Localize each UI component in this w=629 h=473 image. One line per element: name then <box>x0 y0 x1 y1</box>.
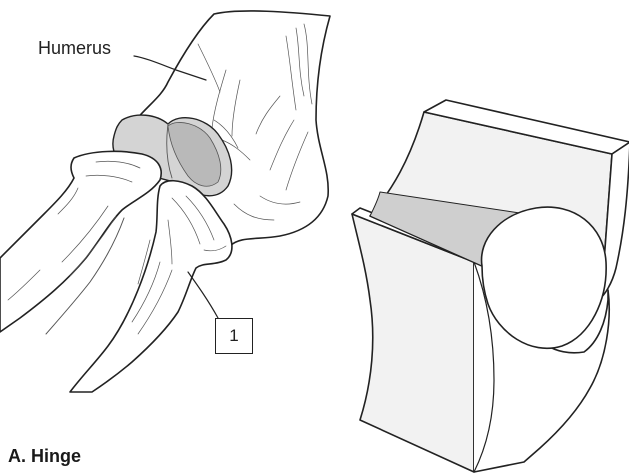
figure-caption: A. Hinge <box>8 446 81 467</box>
elbow-illustration <box>0 11 330 392</box>
callout-number: 1 <box>229 326 238 346</box>
hinge-model <box>352 100 629 472</box>
humerus-label: Humerus <box>38 38 111 58</box>
callout-box-1: 1 <box>215 318 253 354</box>
joint-pointer-line <box>188 272 218 318</box>
